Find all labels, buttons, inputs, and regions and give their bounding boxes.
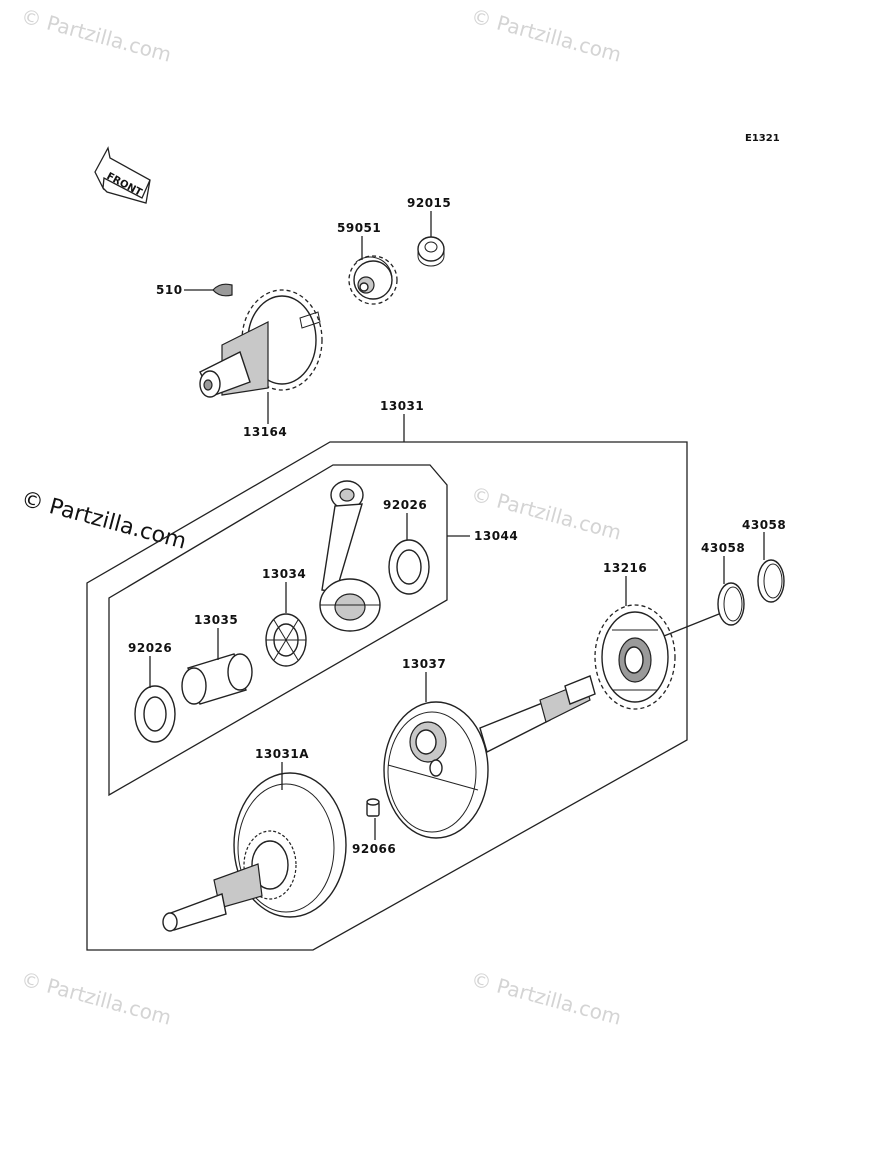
callout-92026-top: 92026 bbox=[383, 498, 427, 512]
callout-13034: 13034 bbox=[262, 567, 306, 581]
nut-part bbox=[417, 236, 445, 267]
washer-left-part bbox=[134, 685, 176, 743]
callout-13164: 13164 bbox=[243, 425, 287, 439]
crank-gear-part bbox=[594, 604, 676, 710]
main-watermark: © Partzilla.com bbox=[18, 487, 188, 555]
callout-92015: 92015 bbox=[407, 196, 451, 210]
callout-13035: 13035 bbox=[194, 613, 238, 627]
diagram-code: E1321 bbox=[745, 133, 780, 144]
callout-59051: 59051 bbox=[337, 221, 381, 235]
circlip-b-part bbox=[757, 559, 785, 603]
outer-frame bbox=[86, 441, 688, 951]
callout-13044: 13044 bbox=[474, 529, 518, 543]
small-gear-part bbox=[348, 255, 398, 305]
callout-13031A: 13031A bbox=[255, 747, 309, 761]
inner-frame bbox=[108, 464, 448, 797]
callout-510: 510 bbox=[156, 283, 183, 297]
washer-top-part bbox=[388, 539, 430, 595]
callout-43058-a: 43058 bbox=[701, 541, 745, 555]
callout-13216: 13216 bbox=[603, 561, 647, 575]
front-arrow-icon: FRONT bbox=[94, 146, 151, 204]
callout-92066: 92066 bbox=[352, 842, 396, 856]
watermark: © Partzilla.com bbox=[469, 4, 624, 67]
callout-43058-b: 43058 bbox=[742, 518, 786, 532]
balancer-shaft-part bbox=[199, 289, 323, 398]
watermark: © Partzilla.com bbox=[469, 967, 624, 1030]
dowel-pin-part bbox=[366, 798, 380, 817]
connecting-rod-part bbox=[319, 480, 381, 632]
callout-13037: 13037 bbox=[402, 657, 446, 671]
crankpin-part bbox=[181, 653, 253, 705]
circlip-a-part bbox=[717, 582, 745, 626]
watermark: © Partzilla.com bbox=[19, 4, 174, 67]
callout-13031: 13031 bbox=[380, 399, 424, 413]
crankshaft-right-part bbox=[383, 675, 596, 839]
watermark: © Partzilla.com bbox=[19, 967, 174, 1030]
leader-13216-to-43058 bbox=[663, 611, 725, 637]
key-part bbox=[212, 283, 233, 297]
callout-92026-left: 92026 bbox=[128, 641, 172, 655]
crankshaft-left-part bbox=[162, 772, 347, 932]
needle-bearing-part bbox=[265, 613, 307, 667]
